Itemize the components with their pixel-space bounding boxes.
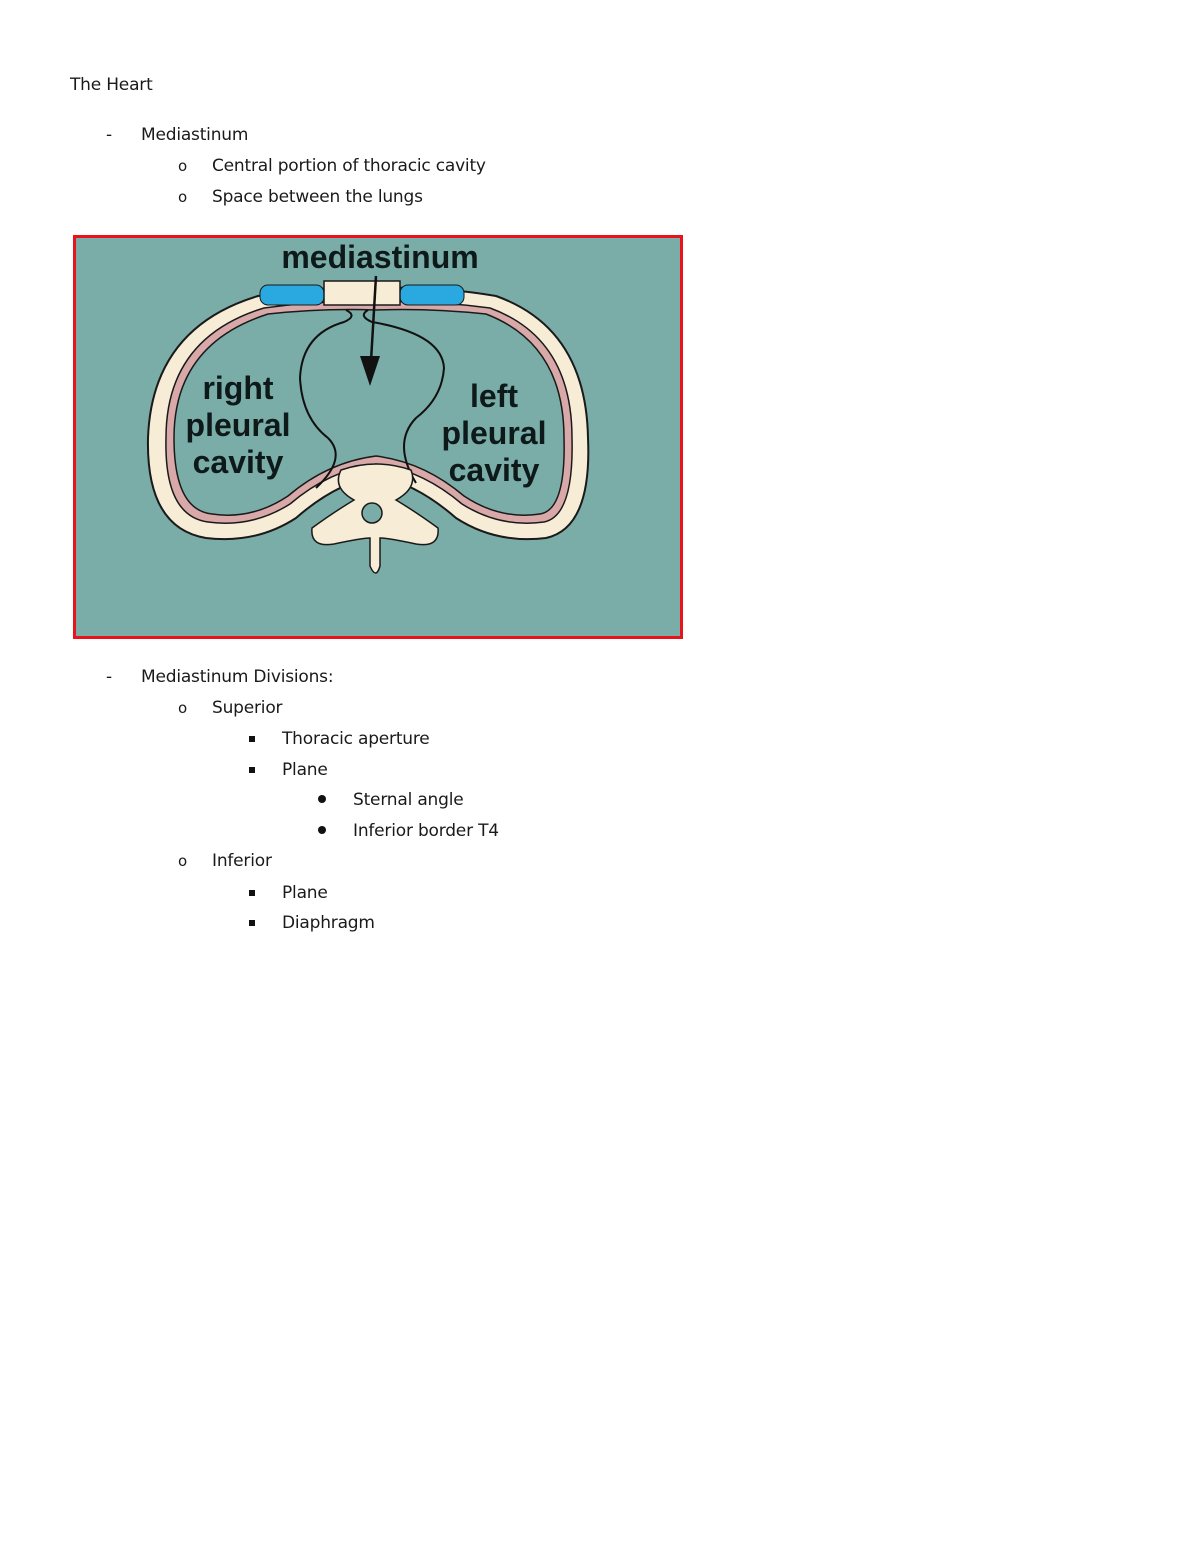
- circle-marker: o: [178, 188, 188, 206]
- list-item: Thoracic aperture: [282, 729, 430, 749]
- list-item-superior: Superior: [212, 698, 283, 718]
- list-item: Inferior border T4: [353, 821, 499, 841]
- document-title: The Heart: [70, 75, 153, 95]
- list-item-mediastinum-divisions: Mediastinum Divisions:: [141, 667, 334, 687]
- circle-marker: o: [178, 852, 188, 870]
- list-item: Diaphragm: [282, 913, 375, 933]
- list-item: Space between the lungs: [212, 187, 423, 207]
- square-bullet-icon: [249, 920, 255, 926]
- round-bullet-icon: [318, 795, 326, 803]
- list-item: Sternal angle: [353, 790, 464, 810]
- label-right-3: cavity: [193, 444, 284, 480]
- square-bullet-icon: [249, 736, 255, 742]
- label-right-2: pleural: [186, 407, 291, 443]
- circle-marker: o: [178, 699, 188, 717]
- label-left-3: cavity: [449, 452, 540, 488]
- list-item: Plane: [282, 760, 328, 780]
- dash-marker: -: [106, 125, 113, 145]
- list-item-inferior: Inferior: [212, 851, 272, 871]
- label-left-2: pleural: [442, 415, 547, 451]
- square-bullet-icon: [249, 890, 255, 896]
- list-item: Central portion of thoracic cavity: [212, 156, 486, 176]
- list-item: Plane: [282, 883, 328, 903]
- circle-marker: o: [178, 157, 188, 175]
- label-right-1: right: [202, 370, 273, 406]
- mediastinum-diagram: mediastinum right pleural cavity left pl…: [73, 235, 683, 639]
- label-left-1: left: [470, 378, 518, 414]
- list-item-mediastinum: Mediastinum: [141, 125, 249, 145]
- label-mediastinum: mediastinum: [281, 239, 478, 275]
- round-bullet-icon: [318, 826, 326, 834]
- dash-marker: -: [106, 667, 113, 687]
- thorax-cross-section-illustration: mediastinum right pleural cavity left pl…: [146, 239, 590, 574]
- square-bullet-icon: [249, 767, 255, 773]
